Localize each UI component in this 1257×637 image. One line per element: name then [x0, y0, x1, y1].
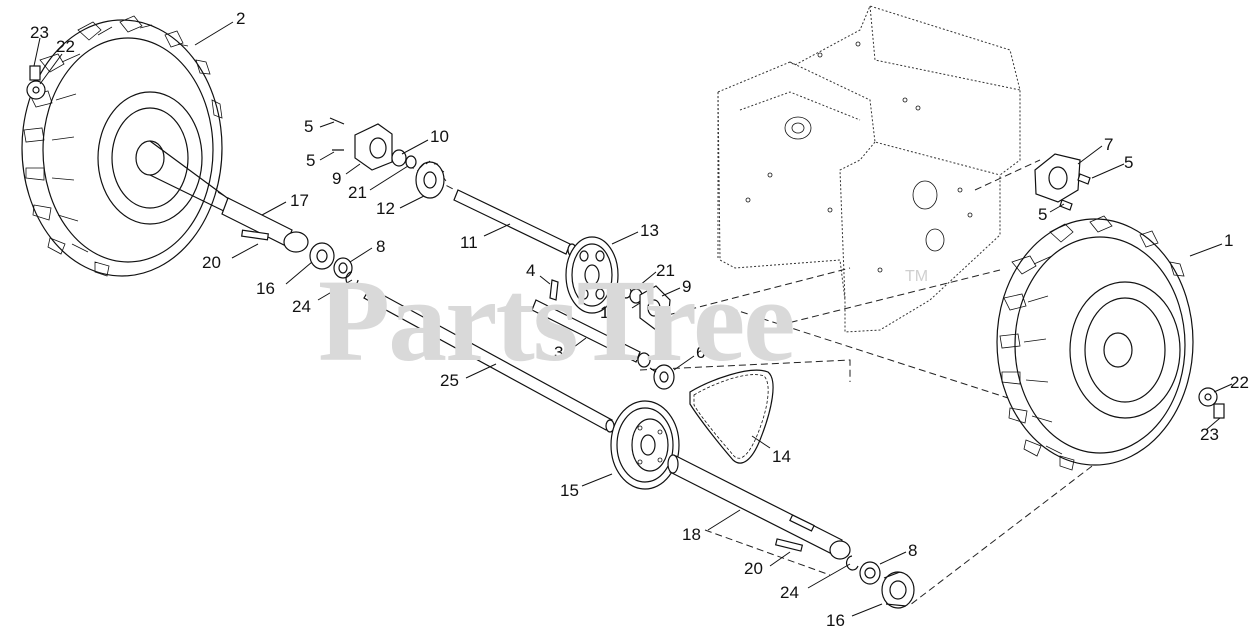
callout-1: 1 — [1224, 231, 1233, 250]
left-hub-hardware — [26, 65, 46, 100]
bearing-housing-left — [329, 117, 447, 199]
callout-3: 3 — [554, 343, 563, 362]
callout-16-top: 16 — [256, 279, 275, 298]
right-hub-hardware — [1198, 387, 1225, 419]
callout-21-right: 21 — [656, 261, 675, 280]
frame-housing — [717, 5, 1021, 333]
callout-11: 11 — [460, 233, 478, 252]
bearing-washer-group-top — [309, 242, 359, 287]
callout-15: 15 — [560, 481, 579, 500]
left-wheel-tire — [21, 15, 233, 277]
callout-5-b: 5 — [306, 151, 315, 170]
callout-2: 2 — [236, 9, 245, 28]
callout-10-left: 10 — [430, 127, 449, 146]
callout-labels: 23 22 2 5 5 9 10 21 12 17 11 13 20 8 16 … — [30, 9, 1249, 630]
callout-8-bottom: 8 — [908, 541, 917, 560]
sprocket-13 — [565, 236, 619, 314]
callout-23-top: 23 — [30, 23, 49, 42]
callout-16-bottom: 16 — [826, 611, 845, 630]
callout-21-left: 21 — [348, 183, 367, 202]
callout-13: 13 — [640, 221, 659, 240]
gear-15 — [610, 400, 680, 490]
callout-7: 7 — [1104, 135, 1113, 154]
callout-5-c: 5 — [1124, 153, 1133, 172]
callout-20-top: 20 — [202, 253, 221, 272]
callout-10-right: 10 — [600, 303, 619, 322]
bearing-bracket-7 — [1034, 153, 1091, 211]
callout-22-top: 22 — [56, 37, 75, 56]
sprocket-6 — [649, 364, 675, 390]
bearing-housing-right — [620, 285, 671, 331]
callout-9-left: 9 — [332, 169, 341, 188]
callout-20-bottom: 20 — [744, 559, 763, 578]
callout-24-top: 24 — [292, 297, 311, 316]
shaft-3-key-4 — [531, 279, 651, 368]
callout-6: 6 — [696, 343, 705, 362]
leader-lines — [33, 21, 1233, 617]
callout-22-bottom: 22 — [1230, 373, 1249, 392]
callout-5-d: 5 — [1038, 205, 1047, 224]
callout-18: 18 — [682, 525, 701, 544]
callout-12: 12 — [376, 199, 395, 218]
callout-5-a: 5 — [304, 117, 313, 136]
right-wheel-tire — [996, 215, 1194, 471]
callout-14: 14 — [772, 447, 791, 466]
bearing-washer-group-bottom — [774, 538, 915, 609]
callout-8-top: 8 — [376, 237, 385, 256]
drive-chain-14 — [689, 369, 774, 464]
callout-24-bottom: 24 — [780, 583, 799, 602]
callout-4: 4 — [526, 261, 535, 280]
axle-shaft-18 — [667, 454, 851, 560]
shaft-25 — [363, 287, 615, 433]
callout-25: 25 — [440, 371, 459, 390]
callout-23-bottom: 23 — [1200, 425, 1219, 444]
axle-shaft-17 — [221, 197, 309, 253]
callout-9-right: 9 — [682, 277, 691, 296]
callout-17: 17 — [290, 191, 309, 210]
